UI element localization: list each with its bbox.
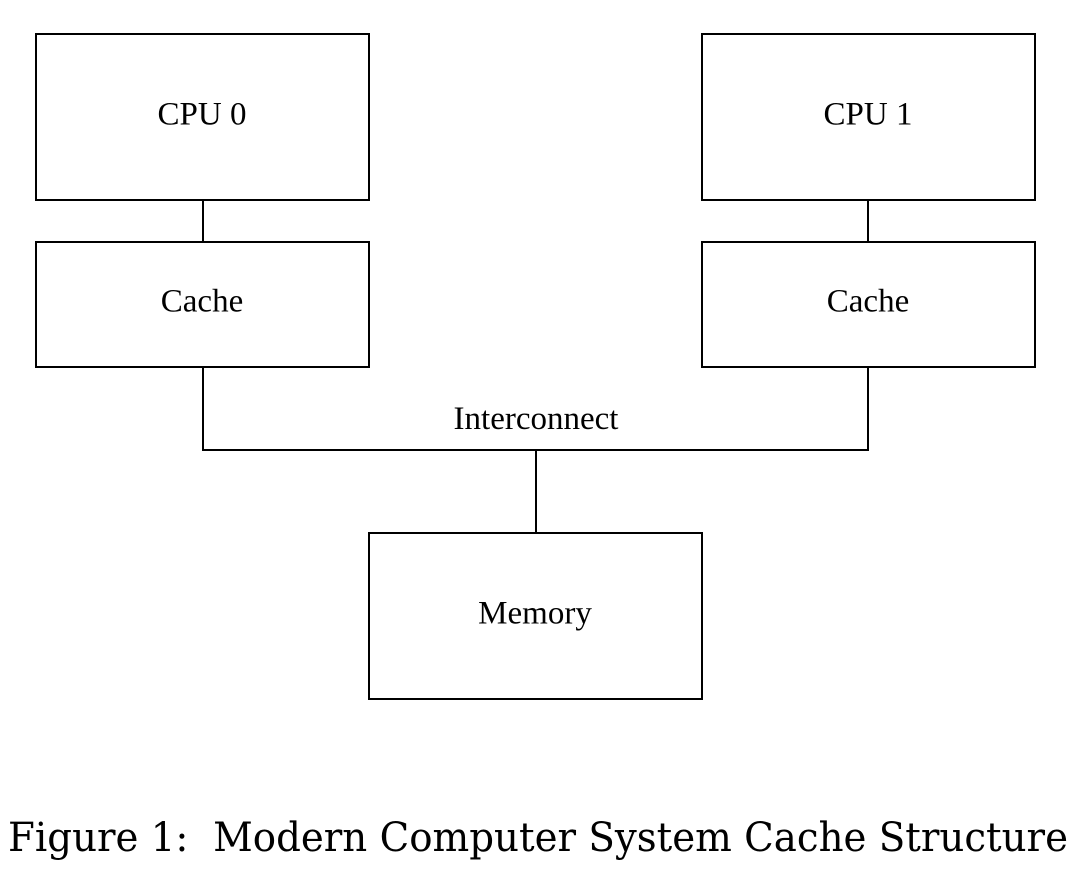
node-cache0: Cache (35, 241, 370, 368)
figure-caption: Figure 1: Modern Computer System Cache S… (8, 815, 1068, 861)
node-cache1: Cache (701, 241, 1036, 368)
cache1-label: Cache (827, 284, 909, 320)
interconnect-label: Interconnect (454, 401, 619, 437)
cache0-box (35, 241, 370, 368)
cpu0-box (35, 33, 370, 201)
cpu1-box (701, 33, 1036, 201)
cache0-label: Cache (161, 284, 243, 320)
node-memory: Memory (368, 532, 703, 700)
cpu1-label: CPU 1 (824, 97, 913, 133)
node-cpu0: CPU 0 (35, 33, 370, 201)
node-cpu1: CPU 1 (701, 33, 1036, 201)
cpu0-label: CPU 0 (158, 97, 247, 133)
memory-box (368, 532, 703, 700)
cache1-box (701, 241, 1036, 368)
memory-label: Memory (478, 596, 592, 632)
